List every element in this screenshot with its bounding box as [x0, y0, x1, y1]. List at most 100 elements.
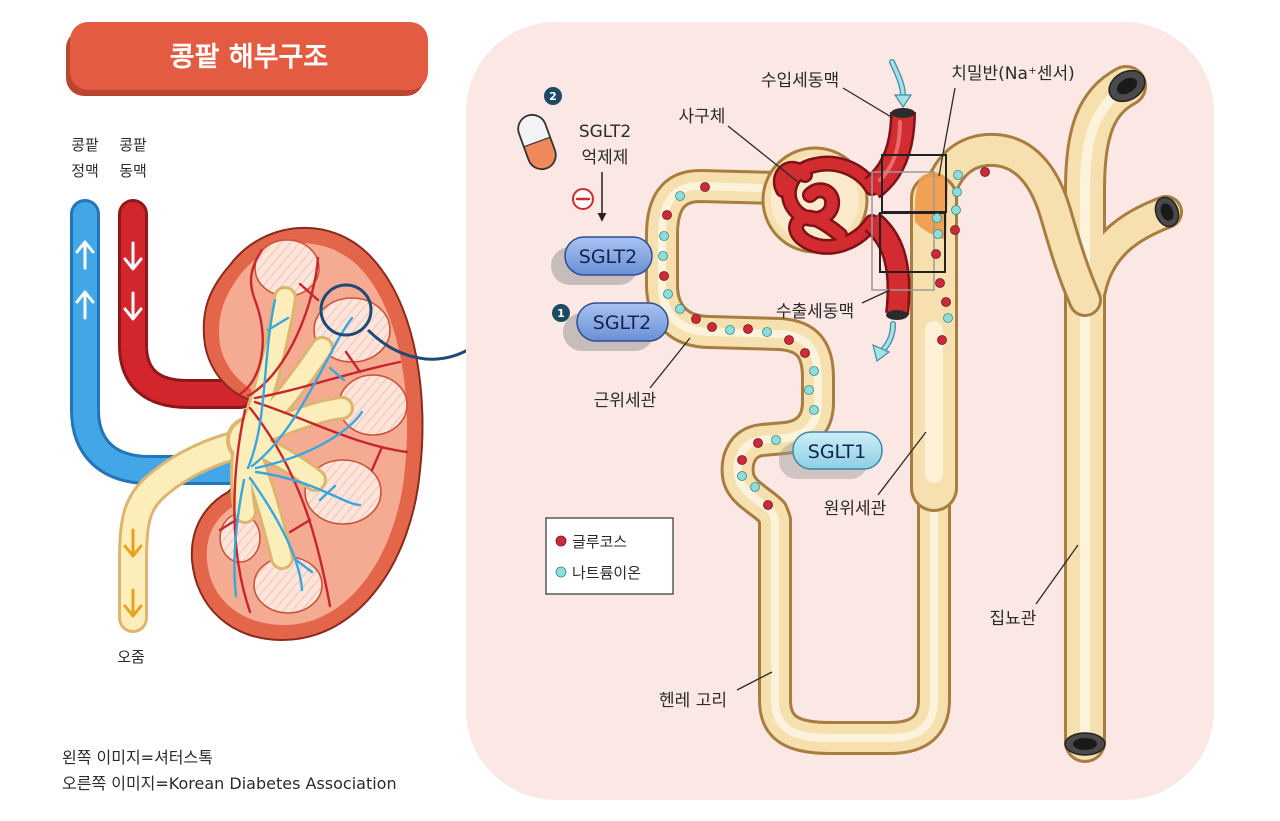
glucose-dot — [753, 438, 763, 448]
efferent-arteriole — [864, 212, 911, 363]
proximal-tubule-label: 근위세관 — [594, 391, 657, 411]
urine-label: 오줌 — [117, 648, 145, 666]
sodium-ion-dot — [804, 385, 814, 395]
macula-densa — [914, 172, 948, 240]
sodium-ion-dot — [737, 471, 747, 481]
step-badge-number: 2 — [549, 90, 557, 103]
glucose-dot — [937, 335, 947, 345]
renal-vein — [70, 199, 255, 485]
glucose-dot — [941, 297, 951, 307]
macula-densa-label: 치밀반(Na⁺센서) — [951, 64, 1075, 84]
glucose-dot — [691, 314, 701, 324]
tubule-loop — [645, 169, 951, 755]
sodium-ion-dot — [932, 213, 942, 223]
sodium-ion-dot — [951, 205, 961, 215]
arteriole-opening — [891, 108, 915, 118]
glomerulus — [772, 155, 880, 255]
efferent-arteriole-label: 수출세동맥 — [776, 302, 854, 322]
renal-artery-label-line1: 콩팥 — [119, 136, 147, 154]
down-arrow-icon — [123, 291, 143, 321]
minus-circle-icon — [572, 188, 594, 210]
inhibitor-label-line2: 억제제 — [582, 148, 629, 168]
step-badge: 1 — [552, 304, 570, 322]
collecting-duct — [1064, 65, 1183, 763]
loop-of-henle-label: 헨레 고리 — [659, 691, 727, 711]
ureter — [118, 427, 265, 633]
credit-right-image: 오른쪽 이미지=Korean Diabetes Association — [62, 774, 397, 793]
up-arrow-icon — [75, 290, 95, 320]
glucose-dot — [980, 167, 990, 177]
duct-opening — [1108, 69, 1146, 103]
legend-glucose-label: 글루코스 — [572, 533, 627, 551]
sodium-ion-dot — [933, 229, 943, 239]
duct-opening — [1064, 732, 1106, 756]
down-arrow-icon — [123, 528, 143, 558]
sodium-ion-dot — [675, 304, 685, 314]
sodium-ion-dot — [658, 251, 668, 261]
sodium-ion-dot — [663, 289, 673, 299]
glucose-dot-icon — [555, 535, 567, 547]
afferent-arteriole — [863, 59, 916, 199]
connecting-tubule — [918, 132, 1102, 317]
magnifier-circle — [319, 283, 373, 337]
glucose-dot — [743, 324, 753, 334]
glucose-dot — [800, 348, 810, 358]
pill-icon — [517, 113, 557, 171]
sodium-dot-icon — [555, 566, 567, 578]
sglt2-transporter-upper: SGLT2 — [551, 236, 653, 285]
sglt1-label: SGLT1 — [808, 441, 866, 463]
ion-dots — [658, 167, 990, 510]
page-title: 콩팥 해부구조 — [170, 42, 328, 73]
glucose-dot — [737, 455, 747, 465]
kidney — [190, 226, 424, 642]
sodium-ion-dot — [762, 327, 772, 337]
renal-artery — [118, 199, 255, 409]
sglt2-transporter-lower: SGLT2 1 — [552, 302, 669, 351]
renal-pyramids — [219, 239, 408, 614]
down-arrow-icon — [123, 241, 143, 271]
glucose-dot — [707, 322, 717, 332]
sglt2-inhibitor: 2 SGLT2 억제제 — [517, 87, 631, 222]
glucose-dot — [784, 335, 794, 345]
sodium-ion-dot — [750, 482, 760, 492]
glucose-dot — [662, 210, 672, 220]
sodium-ion-dot — [771, 435, 781, 445]
glucose-dot — [700, 182, 710, 192]
sodium-ion-dot — [952, 187, 962, 197]
renal-vein-label-line2: 정맥 — [71, 162, 99, 180]
sglt2-upper-label: SGLT2 — [579, 246, 637, 268]
title-banner: 콩팥 해부구조 — [66, 22, 428, 96]
glucose-dot — [950, 225, 960, 235]
collecting-duct-label: 집뇨관 — [990, 609, 1037, 629]
sodium-ion-dot — [675, 191, 685, 201]
sodium-ion-dot — [809, 366, 819, 376]
step-badge-number: 1 — [557, 307, 565, 320]
down-arrow-icon — [123, 588, 143, 618]
left-labels: 콩팥 정맥 콩팥 동맥 — [71, 136, 147, 180]
sodium-ion-dot — [725, 325, 735, 335]
sglt2-lower-label: SGLT2 — [593, 312, 651, 334]
glucose-dot — [935, 278, 945, 288]
renal-artery-label-line2: 동맥 — [119, 162, 147, 180]
legend-sodium-label: 나트륨이온 — [572, 564, 641, 582]
glomerulus-label: 사구체 — [679, 107, 726, 127]
highlight-boxes — [871, 154, 947, 291]
inhibitor-label-line1: SGLT2 — [579, 122, 631, 142]
step-badge: 2 — [544, 87, 562, 105]
image-credits: 왼쪽 이미지=셔터스톡 오른쪽 이미지=Korean Diabetes Asso… — [62, 748, 397, 793]
afferent-arteriole-label: 수입세동맥 — [761, 71, 839, 91]
glucose-dot — [659, 271, 669, 281]
credit-left-image: 왼쪽 이미지=셔터스톡 — [62, 748, 213, 767]
kidney-blood-vessels — [218, 248, 409, 614]
sodium-ion-dot — [659, 231, 669, 241]
arteriole-opening — [886, 310, 908, 320]
sglt1-transporter: SGLT1 — [779, 431, 883, 479]
glucose-dot — [931, 249, 941, 259]
duct-opening — [1154, 196, 1180, 228]
nephron-labels: 수입세동맥 치밀반(Na⁺센서) 사구체 수출세동맥 근위세관 원위세관 집뇨관… — [594, 64, 1079, 711]
sodium-ion-dot — [953, 170, 963, 180]
sodium-ion-dot — [809, 405, 819, 415]
glucose-dot — [763, 500, 773, 510]
renal-vein-label-line1: 콩팥 — [71, 136, 99, 154]
